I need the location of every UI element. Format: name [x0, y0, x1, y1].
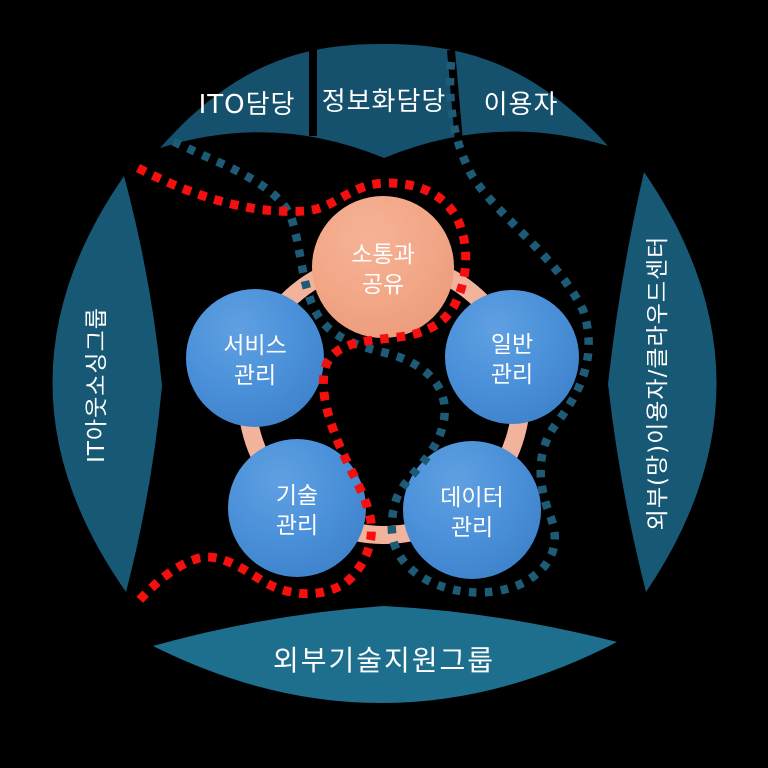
- segment-label-users: 이용자: [484, 90, 559, 120]
- node-tech-line2: 관리: [276, 513, 318, 539]
- segment-label-external-cloud: 외부(망)이용자/클라우드센터: [645, 236, 671, 531]
- node-general-line1: 일반: [491, 332, 533, 358]
- segment-label-external-tech-support: 외부기술지원그룹: [273, 644, 495, 677]
- node-general-line2: 관리: [491, 362, 533, 388]
- node-circle-tech: [228, 439, 366, 577]
- node-circle-data: [403, 441, 541, 579]
- node-data-line1: 데이터: [440, 485, 503, 511]
- segment-left-crescent: [52, 176, 162, 592]
- node-circle-service: [186, 289, 324, 427]
- segment-right-crescent: [608, 172, 717, 592]
- outer-segments: ITO담당 정보화담당 이용자 IT아웃소싱그룹 외부(망)이용자/클라우드센터…: [52, 42, 717, 704]
- node-data-line2: 관리: [451, 515, 493, 541]
- dotted-path-red: [133, 164, 471, 606]
- node-tech-line1: 기술: [276, 483, 318, 509]
- node-service-line1: 서비스: [223, 333, 286, 359]
- node-service-line2: 관리: [234, 363, 276, 389]
- hub-label-line2: 공유: [362, 272, 404, 298]
- node-circle-general: [445, 290, 579, 424]
- hub-circle-communication: [312, 196, 454, 338]
- segment-label-outsourcing-group: IT아웃소싱그룹: [84, 307, 110, 463]
- dotted-paths: [133, 61, 593, 606]
- dotted-path-teal: [166, 61, 593, 597]
- node-circles: 소통과 공유 서비스 관리 일반 관리 기술 관리 데이터 관리: [186, 196, 579, 579]
- segment-bottom-crescent: [153, 606, 617, 704]
- hub-label-line1: 소통과: [351, 242, 414, 268]
- segment-label-informatization: 정보화담당: [322, 87, 447, 117]
- segment-label-ito: ITO담당: [199, 90, 296, 120]
- segment-top-crescent: [160, 44, 608, 158]
